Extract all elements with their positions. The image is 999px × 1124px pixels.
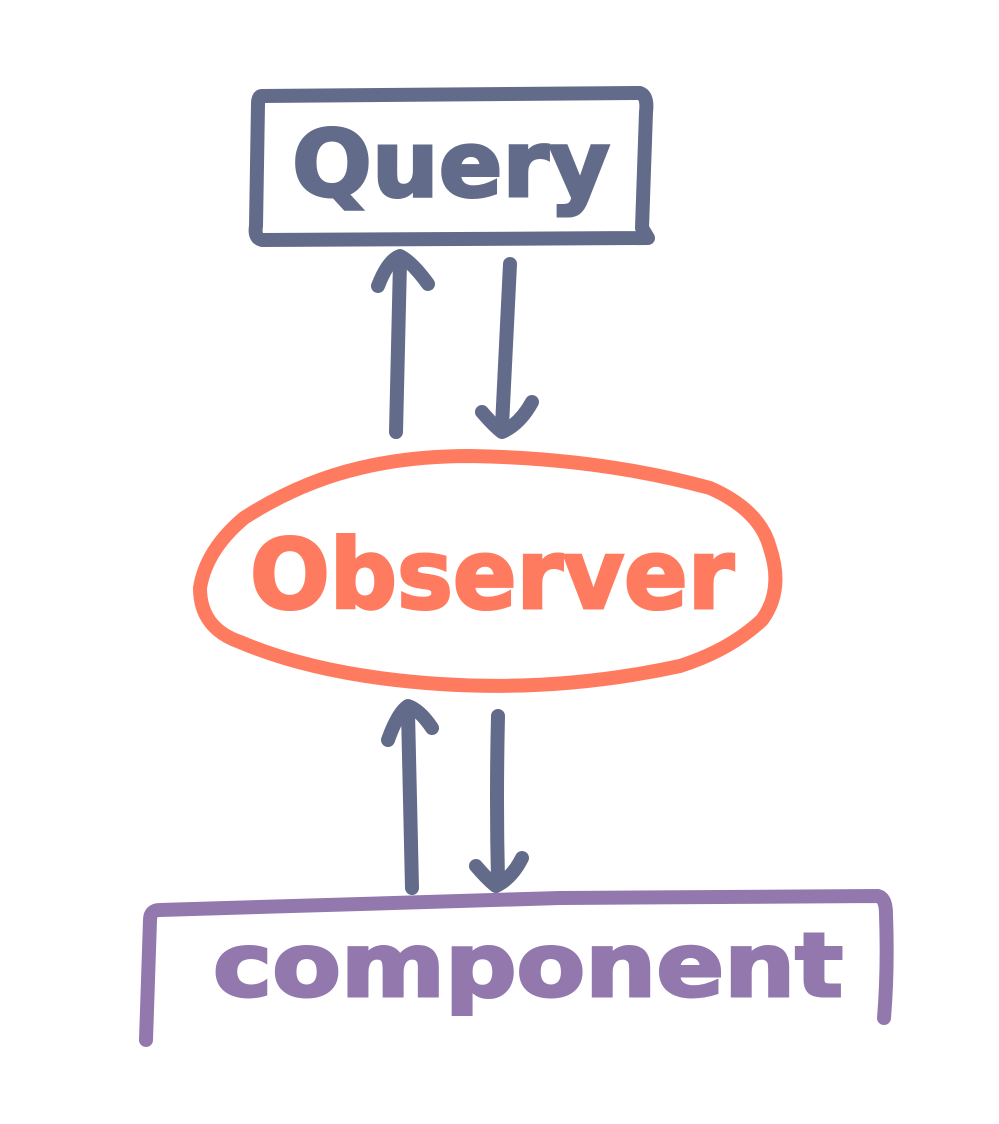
arrow-shaft xyxy=(495,257,517,433)
observer-node: Observer xyxy=(193,449,783,693)
query-label: Query xyxy=(292,111,610,218)
arrow-component-to-observer xyxy=(381,699,439,895)
arrow-shaft xyxy=(401,705,419,895)
arrow-query-to-observer xyxy=(475,257,539,439)
component-label: component xyxy=(213,914,843,1017)
arrow-shaft xyxy=(389,255,407,439)
query-box-outline xyxy=(248,86,655,247)
arrow-shaft xyxy=(490,709,505,887)
component-node: component xyxy=(139,889,894,1047)
arrow-observer-to-query xyxy=(371,249,435,439)
observer-ellipse-outline xyxy=(193,449,783,693)
arrowhead-down xyxy=(469,851,529,893)
arrowhead-up xyxy=(371,249,435,293)
component-box-outline xyxy=(139,889,894,1047)
arrow-observer-to-component xyxy=(469,709,529,893)
arrowhead-up xyxy=(381,699,439,747)
query-node: Query xyxy=(248,86,655,247)
arrowhead-down xyxy=(475,395,539,439)
observer-label: Observer xyxy=(250,519,735,631)
